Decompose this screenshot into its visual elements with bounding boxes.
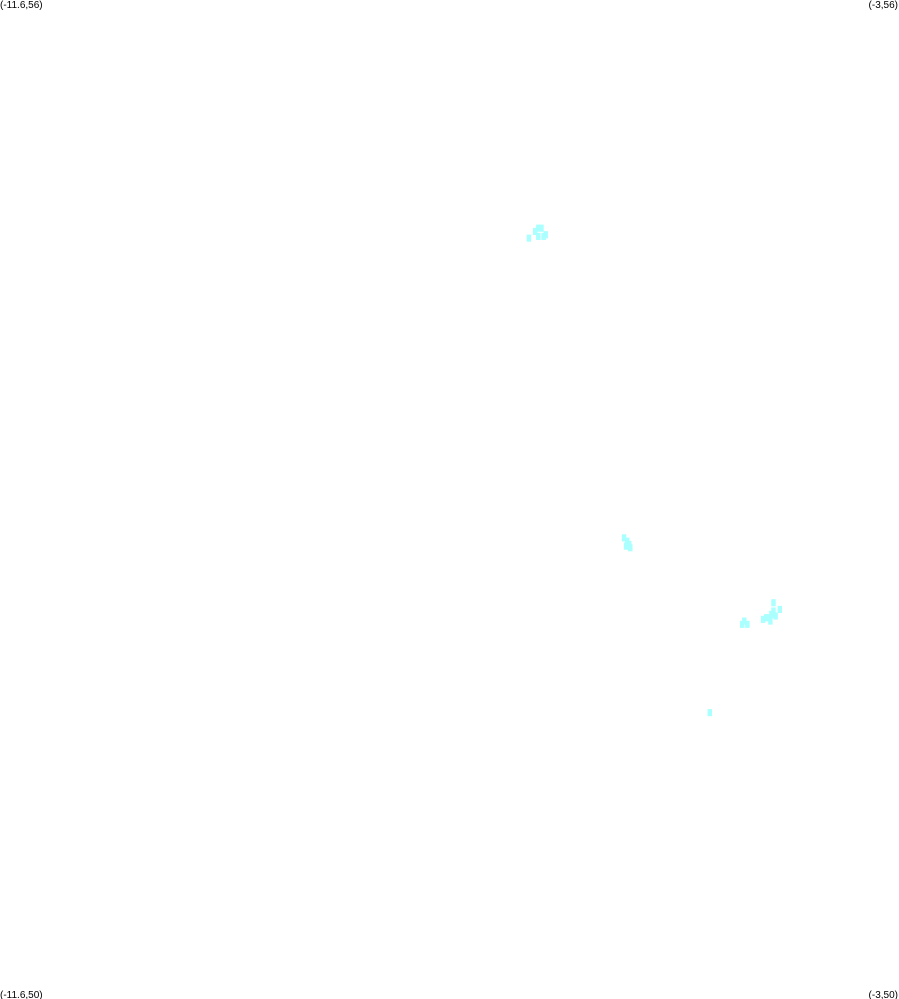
- map-cell: [760, 615, 766, 623]
- map-cell: [536, 232, 541, 240]
- map-cell: [769, 610, 774, 618]
- corner-label-bottom-left: (-11.6,50): [0, 990, 43, 999]
- map-cell: [543, 231, 548, 239]
- map-cell: [742, 617, 747, 625]
- map-cell: [536, 224, 541, 232]
- map-cell: [768, 617, 773, 625]
- corner-label-top-left: (-11.6,56): [0, 0, 43, 11]
- map-cell: [621, 534, 627, 542]
- corner-label-bottom-right: (-3,50): [868, 990, 898, 999]
- map-cell: [771, 599, 776, 607]
- corner-label-top-right: (-3,56): [868, 0, 898, 11]
- map-cell: [707, 709, 712, 717]
- map-cell: [777, 605, 782, 613]
- map-cell: [628, 544, 633, 552]
- map-cell: [764, 614, 769, 622]
- map-cell: [745, 620, 750, 628]
- map-cell: [539, 224, 544, 232]
- map-cell: [773, 612, 778, 620]
- map-cell: [623, 542, 629, 550]
- map-cell: [533, 227, 538, 235]
- map-cell: [526, 234, 532, 242]
